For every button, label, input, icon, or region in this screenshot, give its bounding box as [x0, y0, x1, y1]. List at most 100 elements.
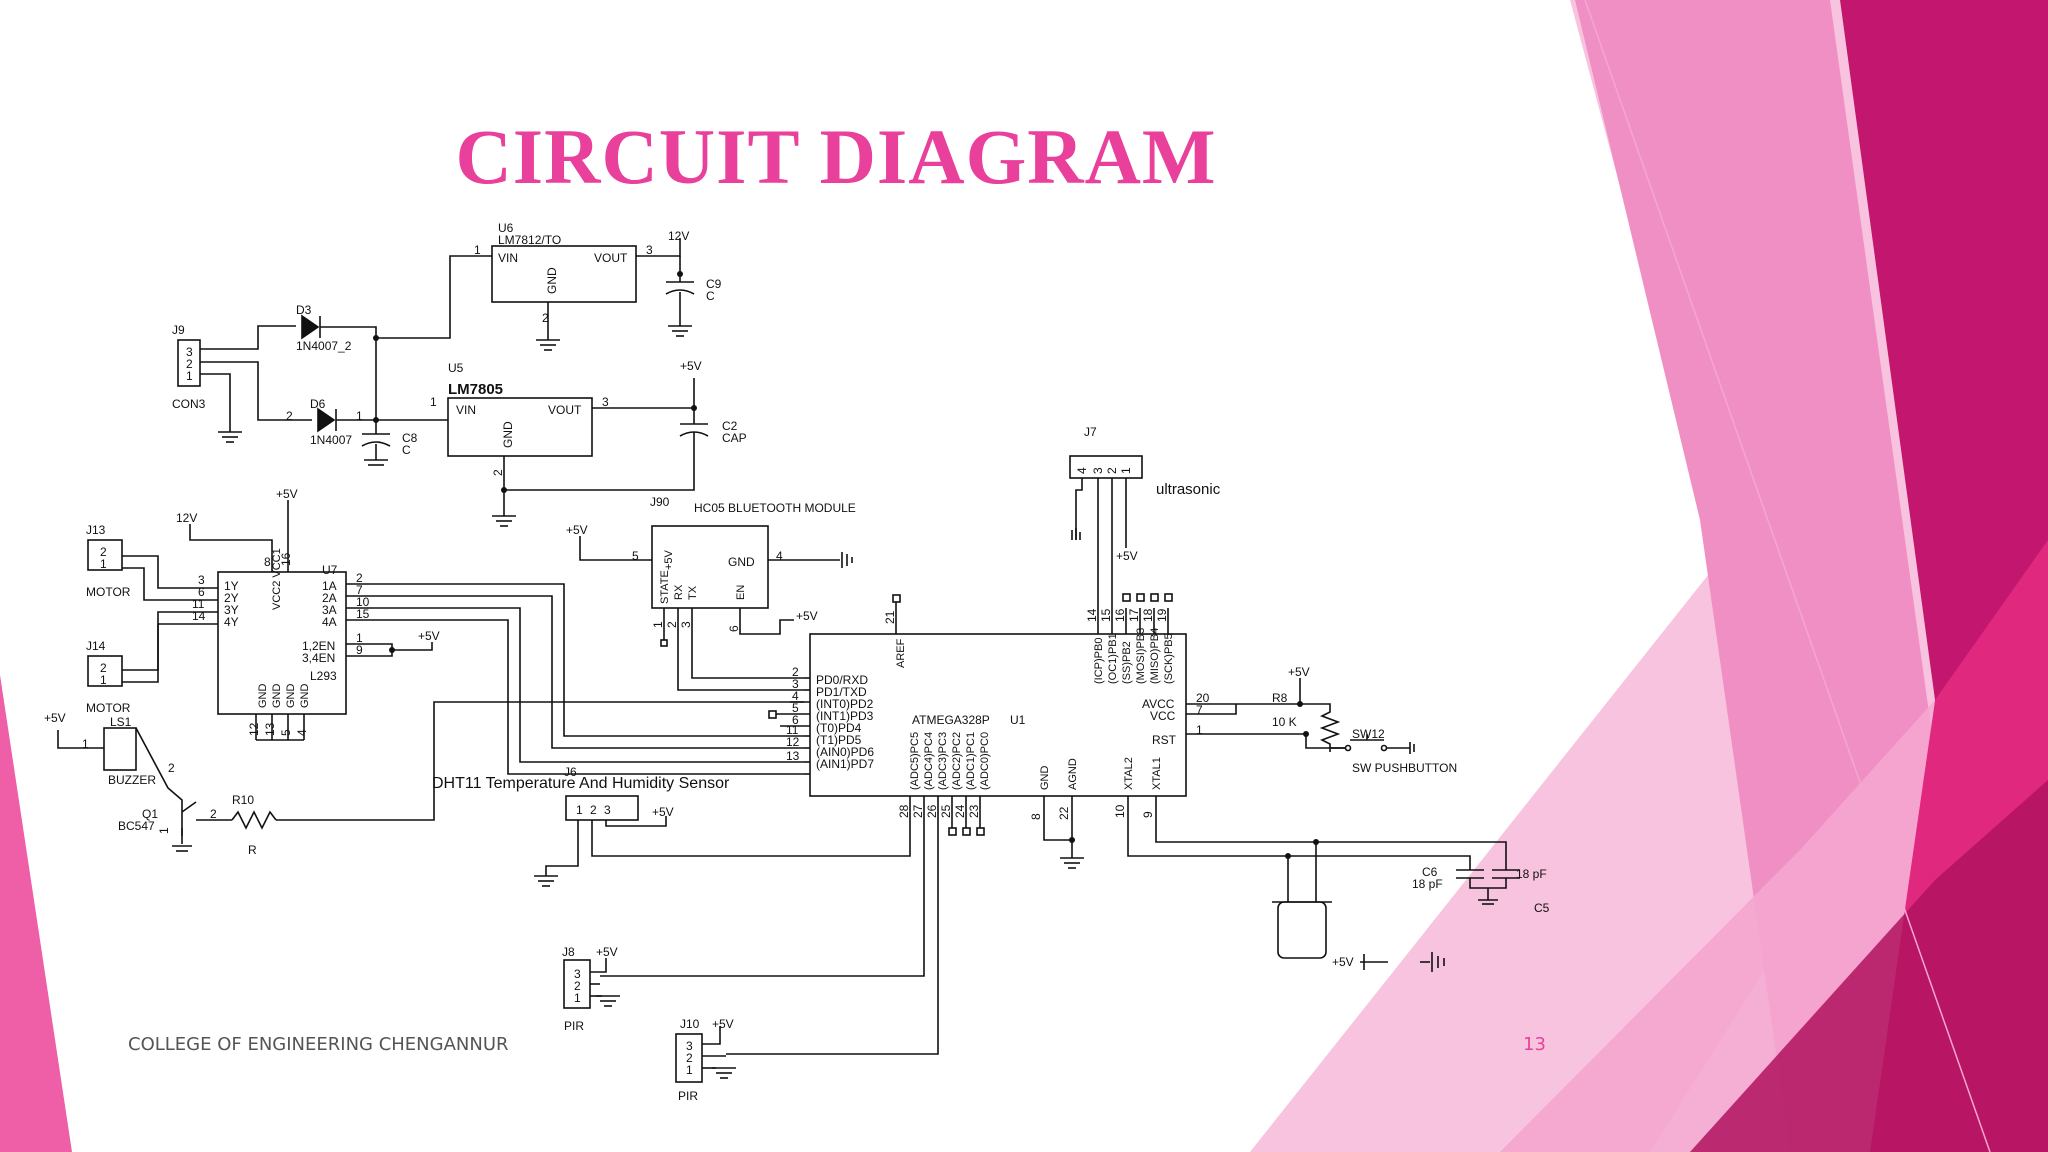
mcu-bpin-25: 25 — [939, 804, 953, 818]
bt-n2: 2 — [665, 621, 679, 628]
j7-pin-1: 1 — [1119, 467, 1133, 474]
mcu-top-pb3: (MOSI)PB3 — [1135, 628, 1147, 684]
j10-pin-3: 3 — [686, 1039, 693, 1053]
r10-ref: R10 — [232, 793, 254, 807]
u7-gpin-12: 12 — [247, 722, 261, 736]
decor-right-lower-dark — [1690, 780, 2048, 1152]
mcu-top-pb4: (MISO)PB4 — [1149, 628, 1161, 684]
j7-pin-4: 4 — [1075, 467, 1089, 474]
mcu-xtal2: XTAL2 — [1123, 757, 1135, 790]
u7-in-3a: 3A — [322, 603, 337, 617]
decor-left-triangle — [0, 675, 72, 1152]
bt-tx: TX — [687, 585, 699, 600]
net-5v-bt: +5V — [566, 523, 588, 537]
j14-ref: J14 — [86, 639, 106, 653]
u6-p3: 3 — [646, 243, 653, 257]
wire-u7-2a — [346, 595, 804, 749]
mcu-left-pd6: (AIN0)PD6 — [816, 745, 874, 759]
wire-u7-3a — [346, 607, 804, 763]
bt-n4: 4 — [776, 549, 783, 563]
wire-dht-pin1 — [545, 820, 579, 876]
c8-val: C — [402, 443, 411, 457]
u5-p1: 1 — [430, 395, 437, 409]
wire-d3-out — [320, 326, 377, 420]
mcu-bpin-24: 24 — [953, 804, 967, 818]
mcu-top-pb1: (OC1)PB1 — [1107, 633, 1119, 684]
u5-ref: U5 — [448, 361, 464, 375]
u7-ref: U7 — [322, 563, 338, 577]
wire-j9-pin1 — [200, 373, 231, 432]
j13-connector-body — [87, 539, 123, 571]
j10-name: PIR — [678, 1089, 698, 1103]
mcu-lpin-6: 6 — [792, 713, 799, 727]
wire-j9-pin2 — [200, 361, 312, 421]
r8-ref: R8 — [1272, 691, 1288, 705]
u7-gnd-4: GND — [299, 684, 311, 709]
mcu-p9: 9 — [1141, 811, 1155, 818]
j9-connector-body — [177, 339, 201, 387]
mcu-xtal1: XTAL1 — [1151, 757, 1163, 790]
u7-driver-body — [217, 571, 347, 715]
c5-val: 18 pF — [1516, 867, 1547, 881]
u7-rpin-7: 7 — [356, 583, 363, 597]
j8-pin-1: 1 — [574, 991, 581, 1005]
mcu-vcc: VCC — [1150, 709, 1176, 723]
c9-plate-bottom — [665, 289, 695, 295]
d6-ref: D6 — [310, 397, 326, 411]
wire-j10-pin3 — [702, 1026, 721, 1045]
c2-val: CAP — [722, 431, 747, 445]
u7-gnd-1: GND — [257, 684, 269, 709]
bt-module-body — [651, 525, 769, 609]
wire-mcu-xtal1 — [1155, 796, 1507, 870]
j7-pin-3: 3 — [1091, 467, 1105, 474]
j14-p1: 1 — [100, 673, 107, 687]
wire-u7-4a — [346, 619, 804, 775]
mcu-ref: U1 — [1010, 713, 1026, 727]
j9-name: CON3 — [172, 397, 206, 411]
mcu-bottom-pc2: (ADC2)PC2 — [951, 732, 963, 790]
wire-mcu-xtal2 — [1127, 796, 1471, 870]
c6-val: 18 pF — [1412, 877, 1443, 891]
d3-diode — [301, 314, 320, 340]
mcu-p7: 7 — [1196, 703, 1203, 717]
mcu-lpin-3: 3 — [792, 677, 799, 691]
u6-gnd: GND — [545, 267, 559, 294]
wire-j9-pin3 — [200, 325, 296, 350]
j9-p3: 3 — [186, 345, 193, 359]
wire-u7-1a — [346, 583, 804, 737]
u7-en34: 3,4EN — [302, 651, 335, 665]
mcu-rst: RST — [1152, 733, 1177, 747]
u7-lpin-11: 11 — [192, 597, 205, 611]
mcu-p10: 10 — [1113, 804, 1127, 818]
net-5v-r8: +5V — [1288, 665, 1310, 679]
ls1-p1: 1 — [82, 737, 89, 751]
wire-dht-pin3 — [605, 816, 667, 827]
d6-p2: 2 — [286, 409, 293, 423]
c9-val: C — [706, 289, 715, 303]
mcu-p1: 1 — [1196, 723, 1203, 737]
wire-u7-vcc2 — [189, 524, 273, 572]
footer-college: COLLEGE OF ENGINEERING CHENGANNUR — [128, 1034, 509, 1055]
u7-rpin-2: 2 — [356, 571, 363, 585]
u7-gnd-2: GND — [271, 684, 283, 709]
u7-out-2y: 2Y — [224, 591, 239, 605]
c8-ref: C8 — [402, 431, 418, 445]
mcu-p22: 22 — [1057, 806, 1071, 820]
sw12-name: SW PUSHBUTTON — [1352, 761, 1457, 775]
mcu-p21: 21 — [883, 610, 897, 624]
wire-mcu-pc3 — [726, 796, 939, 1055]
j13-p2: 2 — [100, 545, 107, 559]
u5-vin: VIN — [456, 403, 476, 417]
wire-u7-2y — [122, 567, 218, 601]
bt-p5v: +5V — [663, 549, 675, 570]
bt-n3: 3 — [679, 621, 693, 628]
mcu-tpin-14: 14 — [1085, 608, 1099, 622]
bt-name: HC05 BLUETOOTH MODULE — [694, 501, 856, 515]
dht-ref: J6 — [564, 765, 577, 779]
wire-buzzer-5v — [57, 730, 104, 749]
wire-mcu-rst — [1186, 733, 1346, 749]
mcu-top-pb5: (SCK)PB5 — [1163, 633, 1175, 684]
